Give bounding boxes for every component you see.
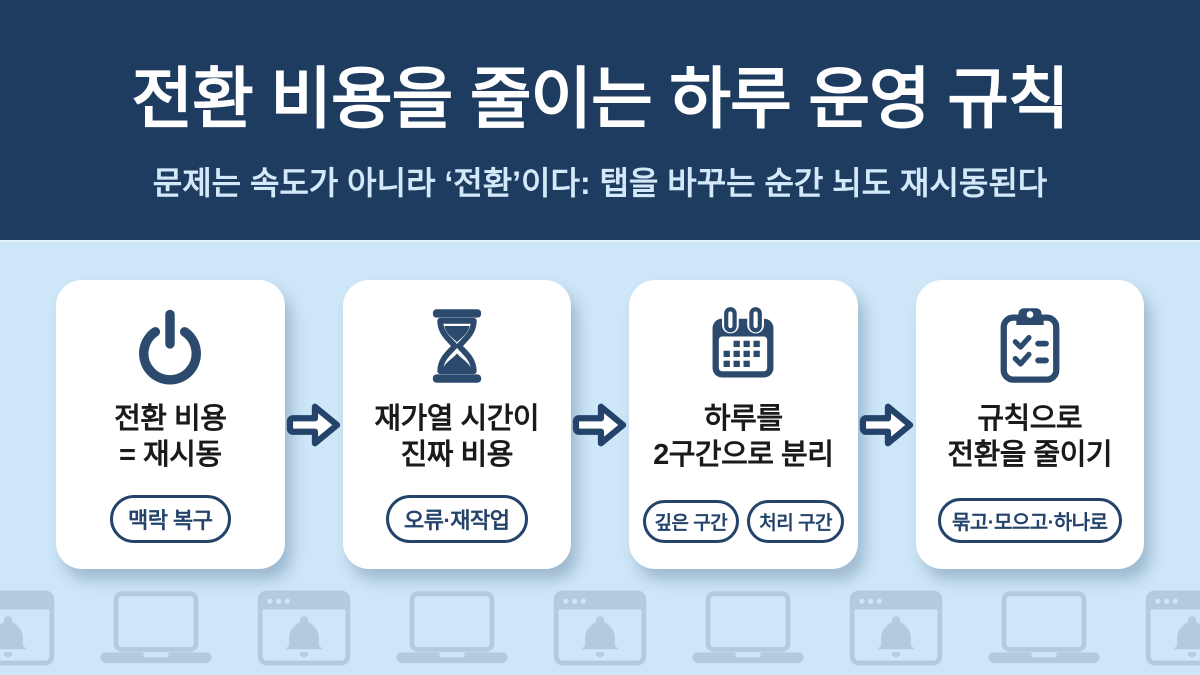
step-card-3: 하루를 2구간으로 분리 깊은 구간 처리 구간 <box>629 280 858 569</box>
arrow-right-icon <box>858 400 916 450</box>
step-title-line: 전환을 줄이기 <box>947 438 1113 471</box>
tag-pills: 깊은 구간 처리 구간 <box>642 500 844 543</box>
tag-pill: 묶고·모으고·하나로 <box>937 498 1122 543</box>
tag-pills: 오류·재작업 <box>385 495 528 543</box>
tag-pill: 처리 구간 <box>747 500 844 543</box>
step-card-2: 재가열 시간이 진짜 비용 오류·재작업 <box>342 280 571 569</box>
notification-window-icon <box>1144 588 1200 671</box>
notification-window-icon <box>0 588 56 671</box>
tag-pills: 묶고·모으고·하나로 <box>937 498 1122 543</box>
clipboard-icon <box>988 300 1072 392</box>
step-title-line: 진짜 비용 <box>400 438 514 471</box>
step-title-line: = 재시동 <box>118 438 222 471</box>
step-title-line: 재가열 시간이 <box>374 403 540 435</box>
step-title: 전환 비용 = 재시동 <box>114 402 227 474</box>
laptop-icon <box>686 588 810 671</box>
tag-pills: 맥락 복구 <box>109 495 231 543</box>
step-title: 재가열 시간이 진짜 비용 <box>374 402 539 474</box>
header: 전환 비용을 줄이는 하루 운영 규칙 문제는 속도가 아니라 ‘전환’이다: … <box>0 0 1200 240</box>
tag-pill: 오류·재작업 <box>385 495 528 543</box>
laptop-icon <box>390 588 514 671</box>
laptop-icon <box>94 588 218 671</box>
arrow-right-icon <box>285 400 343 450</box>
cards-row: 전환 비용 = 재시동 맥락 복구 <box>56 280 1144 569</box>
step-title-line: 규칙으로 <box>977 403 1083 435</box>
calendar-icon <box>701 300 785 392</box>
tag-pill: 깊은 구간 <box>642 500 740 543</box>
laptop-icon <box>982 588 1106 671</box>
notification-window-icon <box>256 588 352 671</box>
step-title: 하루를 2구간으로 분리 <box>653 402 834 474</box>
step-title-line: 하루를 <box>703 403 783 435</box>
steps-section: 전환 비용 = 재시동 맥락 복구 <box>0 240 1200 569</box>
notification-window-icon <box>552 588 648 671</box>
footer-icon-strip <box>0 589 1200 671</box>
power-icon <box>128 300 212 392</box>
step-title-line: 전환 비용 <box>114 403 227 435</box>
step-card-4: 규칙으로 전환을 줄이기 묶고·모으고·하나로 <box>915 280 1144 569</box>
notification-window-icon <box>848 588 944 671</box>
page-title: 전환 비용을 줄이는 하루 운영 규칙 <box>131 61 1069 137</box>
tag-pill: 맥락 복구 <box>109 495 231 543</box>
step-card-1: 전환 비용 = 재시동 맥락 복구 <box>56 280 285 569</box>
hourglass-icon <box>415 300 499 392</box>
step-title-line: 2구간으로 분리 <box>653 438 834 471</box>
arrow-right-icon <box>571 400 629 450</box>
page-subtitle: 문제는 속도가 아니라 ‘전환’이다: 탭을 바꾸는 순간 뇌도 재시동된다 <box>152 164 1048 201</box>
step-title: 규칙으로 전환을 줄이기 <box>947 402 1112 474</box>
